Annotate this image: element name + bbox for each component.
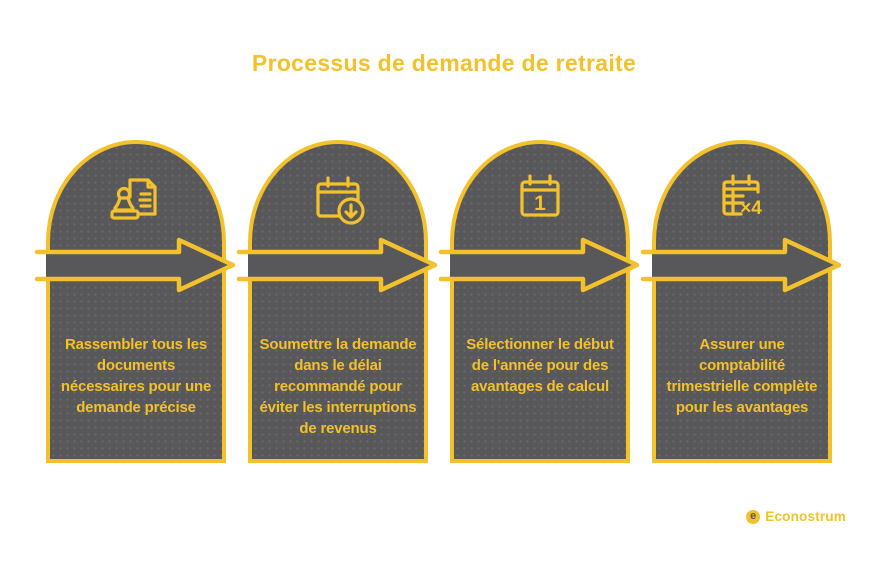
calendar-download-icon [252, 170, 424, 226]
arrow-icon [34, 237, 235, 292]
infographic-title: Processus de demande de retraite [251, 50, 637, 76]
process-step-card: 1 Sélectionner le début de l'année pour … [438, 140, 639, 463]
step-description: Rassembler tous les documents nécessaire… [60, 336, 212, 416]
step-description: Soumettre la demande dans le délai recom… [259, 336, 417, 437]
arrow-icon [438, 237, 639, 292]
brand-name: Econostrum [765, 509, 846, 524]
process-step-card: Rassembler tous les documents nécessaire… [34, 140, 235, 463]
calendar-quarterly-icon: ×4 [656, 170, 828, 226]
icon-label: ×4 [740, 198, 762, 219]
brand-footer: e Econostrum [746, 509, 846, 524]
calendar-first-day-icon: 1 [454, 170, 626, 226]
process-step-card: ×4 Assurer une comptabilité trimestriell… [640, 140, 841, 463]
arrow-icon [236, 237, 437, 292]
arrow-icon [640, 237, 841, 292]
step-description: Sélectionner le début de l'année pour de… [466, 336, 614, 395]
process-step-card: Soumettre la demande dans le délai recom… [236, 140, 437, 463]
process-steps-row: Rassembler tous les documents nécessaire… [34, 140, 841, 463]
stamp-document-icon [50, 170, 222, 226]
icon-label: 1 [534, 192, 546, 215]
step-description: Assurer une comptabilité trimestrielle c… [666, 336, 818, 416]
econostrum-logo-icon: e [746, 509, 761, 524]
